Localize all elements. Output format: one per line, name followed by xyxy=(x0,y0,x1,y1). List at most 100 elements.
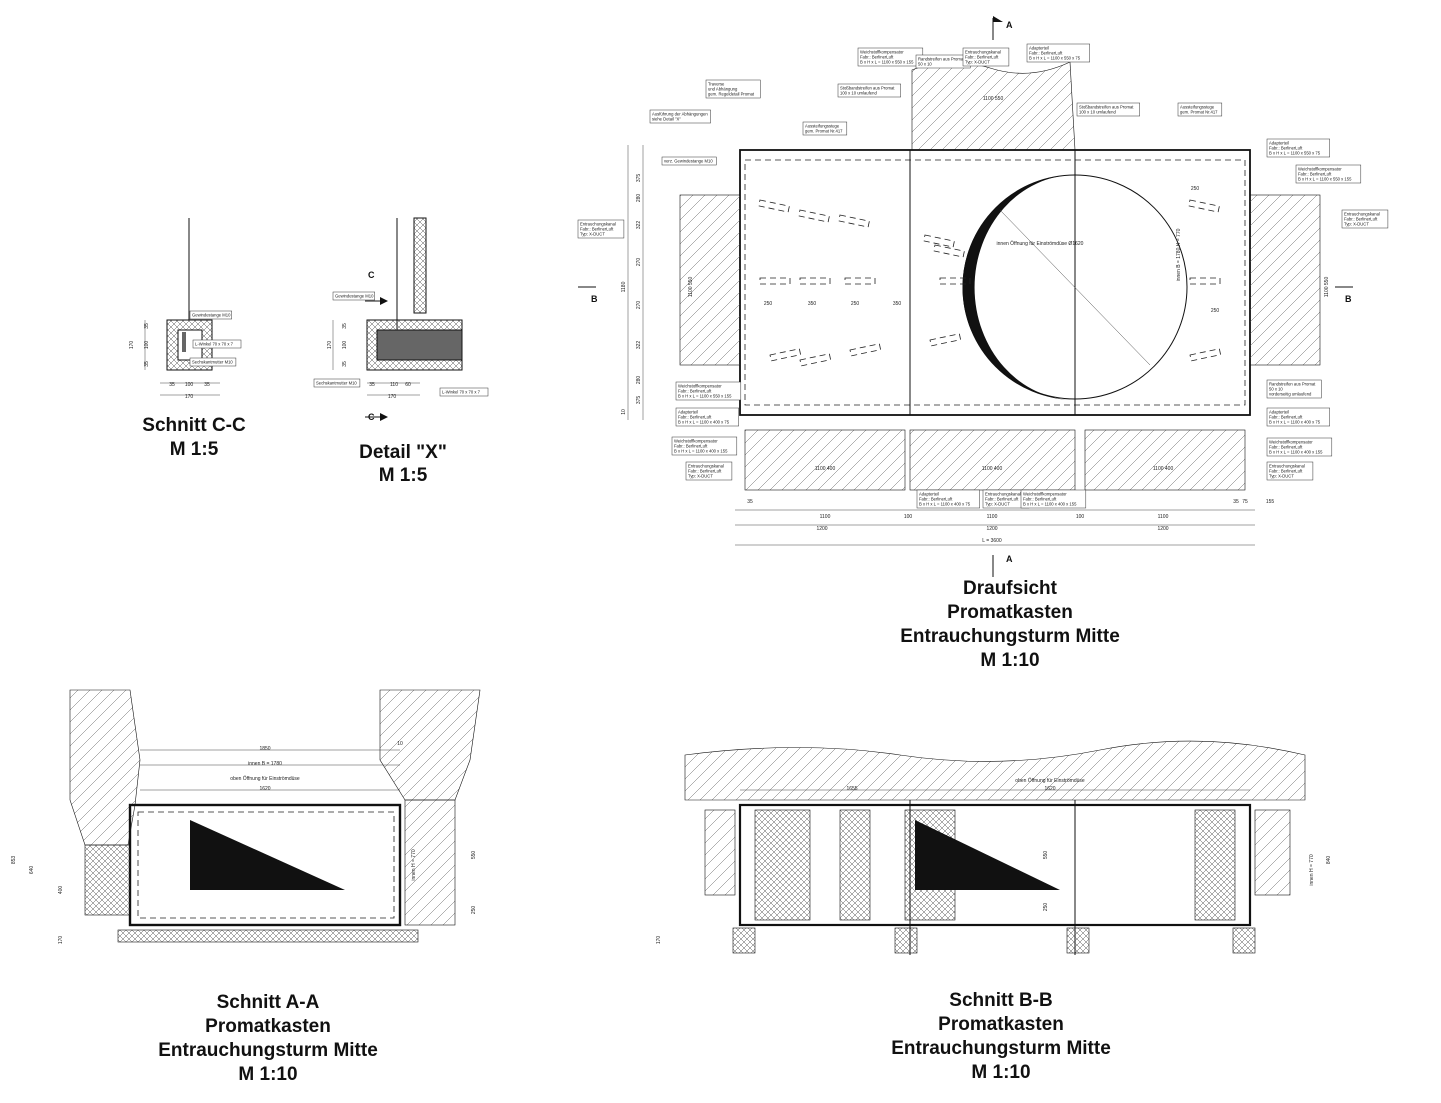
schnitt-bb-scale: M 1:10 xyxy=(971,1062,1030,1083)
dimension-label: 1100 550 xyxy=(1324,277,1330,298)
detail-x-view xyxy=(332,217,463,421)
draufsicht-subtitle-2: Entrauchungsturm Mitte xyxy=(900,626,1120,647)
dimension-label: 35 xyxy=(369,382,375,388)
stiffener-slot xyxy=(758,199,790,213)
stiffener-slot xyxy=(799,277,831,285)
dimension-label: 100 xyxy=(904,514,913,520)
dimension-label: 60 xyxy=(405,382,411,388)
dimension-label: 1100 550 xyxy=(688,277,694,298)
svg-text:Gewindestange M10: Gewindestange M10 xyxy=(192,313,231,318)
dimension-label: 1200 xyxy=(986,526,997,532)
dimension-label: 280 xyxy=(636,194,642,203)
schnitt-bb-subtitle-2: Entrauchungsturm Mitte xyxy=(891,1038,1111,1059)
stiffener-slot xyxy=(923,234,955,248)
dimension-label: 1180 xyxy=(621,281,627,292)
dimension-label: 270 xyxy=(636,301,642,310)
dimension-label: 250 xyxy=(1043,903,1049,912)
dimension-label: 100 xyxy=(144,341,150,350)
dimension-label: 155 xyxy=(1266,499,1275,505)
stiffener-slot xyxy=(769,348,802,362)
dimension-label: innen H = 770 xyxy=(1309,854,1315,885)
dimension-label: oben Öffnung für Einströmdüse xyxy=(1015,777,1085,784)
dimension-label: 1100 xyxy=(987,514,998,520)
dimension-label: 170 xyxy=(656,936,662,945)
stiffener-slot xyxy=(1189,348,1222,362)
callout-label: L-Winkel 70 x 70 x 7 xyxy=(439,387,489,397)
stiffener-slot xyxy=(1188,199,1220,213)
dimension-label: innen B = 1780 xyxy=(248,761,282,767)
dimension-label: 250 xyxy=(851,301,860,307)
stiffener-slot xyxy=(939,277,971,285)
dimension-label: 35 xyxy=(204,382,210,388)
dimension-label: 1100 xyxy=(820,514,831,520)
dimension-label: 110 xyxy=(390,382,398,388)
dimension-label: 322 xyxy=(636,221,642,230)
dimension-label: L = 3600 xyxy=(982,538,1002,544)
section-marker-c-top: C xyxy=(368,270,375,280)
dimension-label: 375 xyxy=(636,396,642,405)
schnitt-aa-subtitle-2: Entrauchungsturm Mitte xyxy=(158,1040,378,1061)
dimension-label: 100 xyxy=(185,382,194,388)
dimension-label: 170 xyxy=(327,341,333,350)
stiffener-slot xyxy=(929,333,962,347)
section-marker-b-right: B xyxy=(1345,294,1352,304)
stiffener-slot xyxy=(1189,277,1221,285)
stiffener-slot xyxy=(844,277,876,285)
dimension-label: 1100 400 xyxy=(982,466,1003,472)
dimension-label: 35 xyxy=(144,361,150,367)
svg-text:Sechskantmutter M10: Sechskantmutter M10 xyxy=(192,360,233,365)
dimension-label: 35 xyxy=(1233,499,1239,505)
dimension-label: 640 xyxy=(29,866,35,875)
dimension-label: 1850 xyxy=(259,746,270,752)
svg-text:Gewindestange M10: Gewindestange M10 xyxy=(335,294,374,299)
svg-text:L-Winkel 70 x 70 x 7: L-Winkel 70 x 70 x 7 xyxy=(442,390,481,395)
stiffener-slot xyxy=(933,244,965,258)
dimension-label: 1100 400 xyxy=(815,466,836,472)
detail-x-scale: M 1:5 xyxy=(379,465,428,486)
dimension-label: 170 xyxy=(388,394,397,400)
schnitt-aa-subtitle: Promatkasten xyxy=(205,1016,331,1037)
dimension-label: 35 xyxy=(342,361,348,367)
section-marker-b-left: B xyxy=(591,294,598,304)
dimension-label: 853 xyxy=(11,856,17,865)
dimension-label: innen H = 770 xyxy=(411,849,417,880)
dimension-label: 250 xyxy=(764,301,773,307)
dimension-label: 1200 xyxy=(1157,526,1168,532)
dimension-label: 250 xyxy=(1191,186,1200,192)
